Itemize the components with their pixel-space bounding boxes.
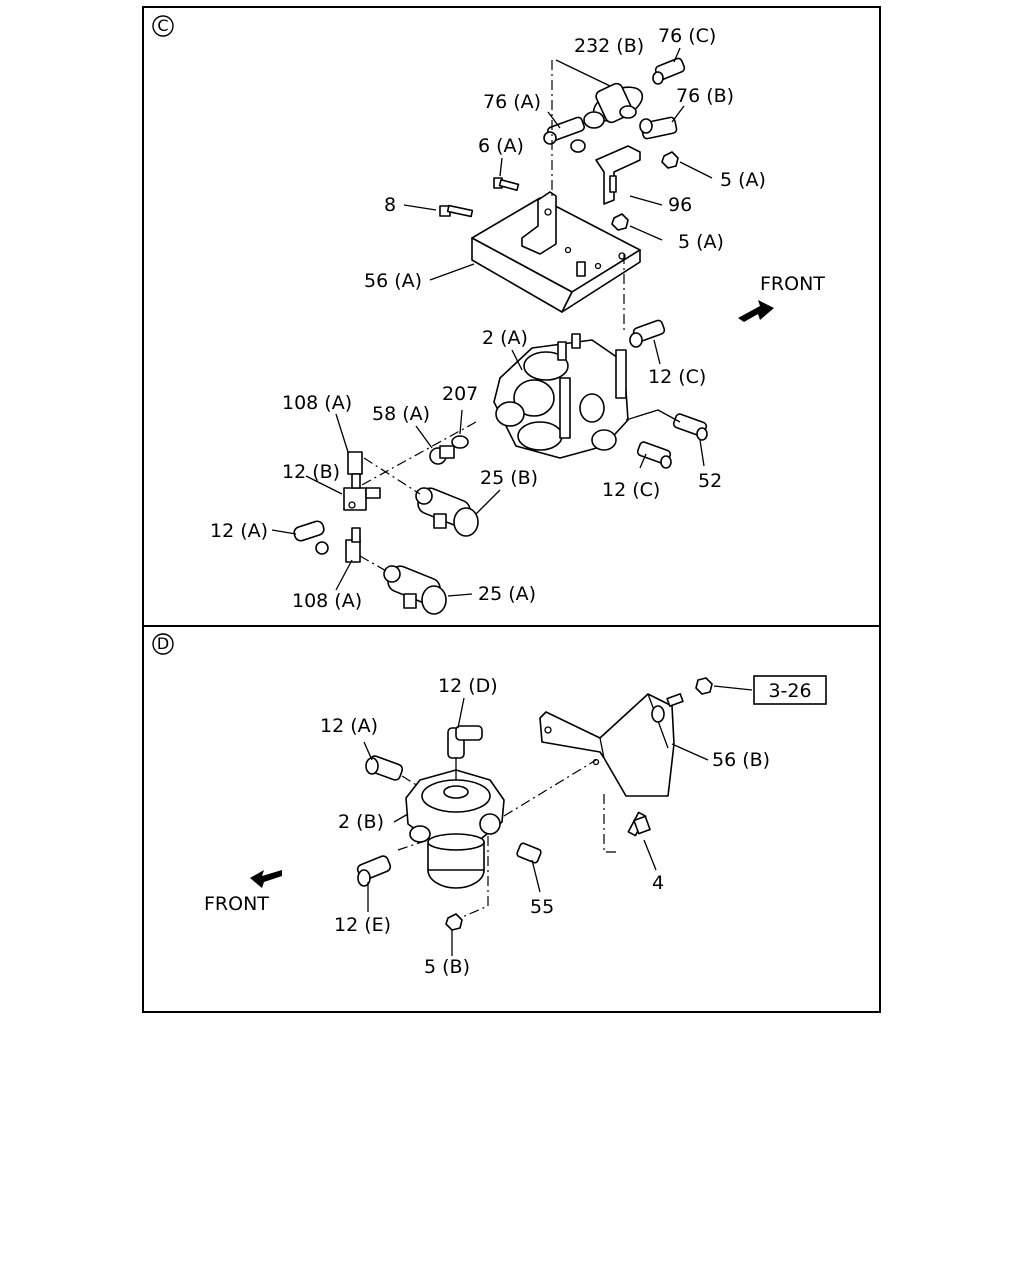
tee-block-12b-drawing	[293, 451, 381, 563]
label-8: 8	[384, 194, 396, 216]
label-76c: 76 (C)	[658, 25, 716, 47]
label-5a-mid: 5 (A)	[678, 231, 724, 253]
label-56a: 56 (A)	[364, 270, 422, 292]
label-55: 55	[530, 896, 554, 918]
bracket-56a-drawing	[471, 191, 641, 313]
label-12a-d: 12 (A)	[320, 715, 378, 737]
label-56b: 56 (B)	[712, 749, 770, 771]
label-207: 207	[442, 383, 478, 405]
elbow-12d-drawing	[447, 725, 483, 780]
front-label-c: FRONT	[760, 273, 825, 295]
diagram-frame	[142, 6, 881, 1013]
label-58a: 58 (A)	[372, 403, 430, 425]
label-25b: 25 (B)	[480, 467, 538, 489]
bracket-56b-drawing	[539, 693, 675, 797]
label-25a: 25 (A)	[478, 583, 536, 605]
label-76b: 76 (B)	[676, 85, 734, 107]
label-12a-c: 12 (A)	[210, 520, 268, 542]
label-76a: 76 (A)	[483, 91, 541, 113]
label-12d: 12 (D)	[438, 675, 498, 697]
reference-box	[753, 675, 827, 705]
label-12e: 12 (E)	[334, 914, 391, 936]
leader-lines-d	[363, 685, 753, 956]
assembly-lines-c	[359, 60, 625, 573]
valve-2b-drawing	[405, 769, 505, 889]
label-12c-top: 12 (C)	[648, 366, 706, 388]
assembly-lines-d	[397, 759, 620, 919]
section-d-marker	[152, 633, 174, 655]
fittings-d-drawing	[356, 755, 651, 931]
section-c-marker	[152, 15, 174, 37]
label-96: 96	[668, 194, 692, 216]
label-4: 4	[652, 872, 664, 894]
front-arrow-left-icon	[250, 870, 282, 888]
reference-box-text: 3-26	[768, 680, 811, 702]
label-232b: 232 (B)	[574, 35, 644, 57]
sensor-25a-drawing	[383, 565, 447, 615]
label-6a: 6 (A)	[478, 135, 524, 157]
label-5b: 5 (B)	[424, 956, 470, 978]
section-c: C	[152, 15, 825, 615]
label-2a: 2 (A)	[482, 327, 528, 349]
label-108a-bottom: 108 (A)	[292, 590, 362, 612]
section-d: D	[152, 633, 827, 978]
label-2b: 2 (B)	[338, 811, 384, 833]
nut-3-26-drawing	[695, 677, 713, 695]
section-c-letter: C	[157, 16, 168, 35]
sensor-25b-drawing	[415, 487, 479, 537]
valve-232b-drawing	[543, 57, 686, 153]
front-arrow-right-icon	[738, 300, 774, 322]
fasteners-c-drawing	[439, 151, 679, 231]
section-d-letter: D	[157, 634, 169, 653]
front-label-d: FRONT	[204, 893, 269, 915]
leader-lines-c	[271, 47, 713, 597]
label-52: 52	[698, 470, 722, 492]
label-108a-top: 108 (A)	[282, 392, 352, 414]
stud-drawing	[666, 693, 684, 707]
fittings-c-drawing	[429, 319, 708, 469]
bracket-96-drawing	[595, 145, 641, 205]
label-5a-top: 5 (A)	[720, 169, 766, 191]
label-12b: 12 (B)	[282, 461, 340, 483]
label-12c-bottom: 12 (C)	[602, 479, 660, 501]
valve-2a-drawing	[493, 333, 629, 459]
